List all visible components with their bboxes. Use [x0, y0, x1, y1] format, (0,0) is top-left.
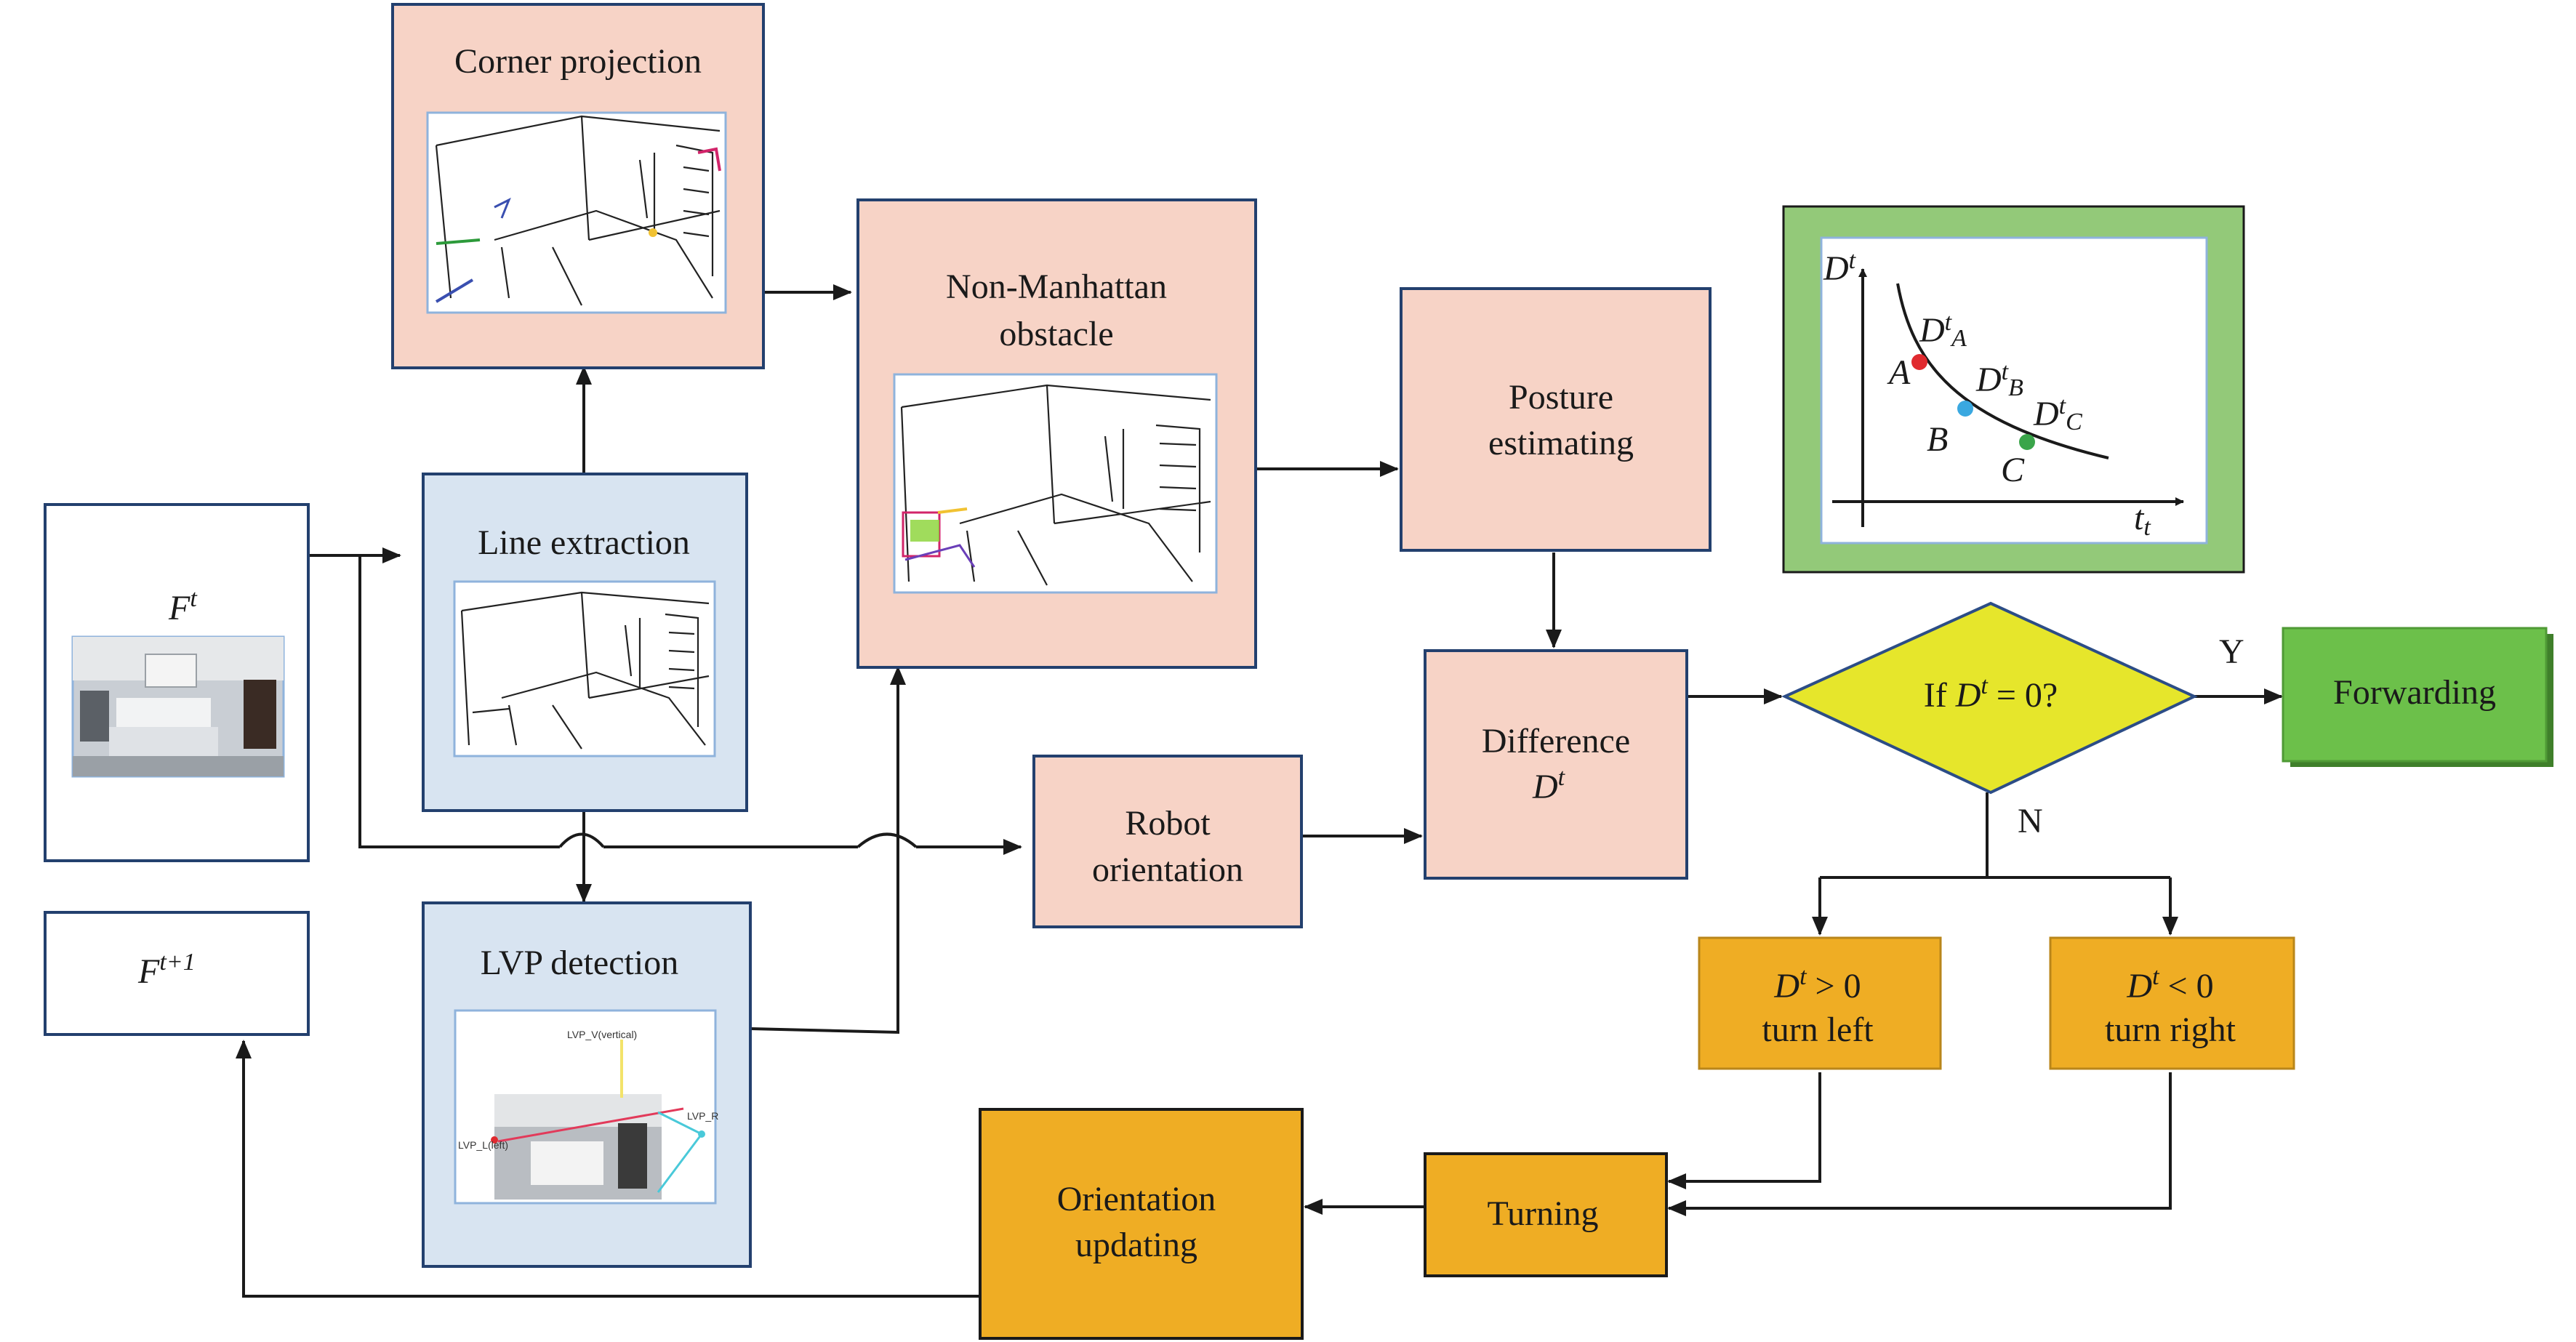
lvp-detection-label: LVP detection: [481, 944, 678, 982]
plot-b-name: B: [1927, 420, 1948, 459]
posture-label-2: estimating: [1488, 424, 1634, 462]
edge-turnleft-to-turning: [1667, 1072, 1821, 1189]
turning-node: Turning: [1424, 1152, 1668, 1277]
orientation-updating-node: Orientation updating: [979, 1108, 1304, 1340]
orientation-updating-label-2: updating: [1075, 1226, 1197, 1264]
turn-right-node: Dt < 0 turn right: [2049, 936, 2295, 1070]
plot-db-label: DtB: [1975, 358, 2023, 401]
lvp-left-tag: LVP_L(left): [458, 1139, 508, 1151]
turn-left-node: Dt > 0 turn left: [1698, 936, 1942, 1070]
forwarding-node: Forwarding: [2282, 627, 2553, 767]
turn-right-condition: Dt < 0: [2126, 963, 2213, 1005]
plot-y-label: Dt: [1823, 247, 1857, 288]
decision-node: If Dt = 0?: [1781, 601, 2198, 795]
edge-hop-2: [856, 832, 918, 848]
forwarding-label: Forwarding: [2333, 673, 2496, 712]
line-extraction-label: Line extraction: [478, 523, 690, 562]
frame-t-label: Ft: [168, 585, 198, 627]
decision-label: If Dt = 0?: [1924, 672, 2058, 715]
plot-a-name: A: [1887, 353, 1911, 392]
robot-orientation-label-2: orientation: [1092, 851, 1243, 889]
plot-dc-label: DtC: [2033, 393, 2082, 435]
corner-projection-node: Corner projection: [391, 3, 765, 369]
non-manhattan-node: Non-Manhattan obstacle: [856, 198, 1257, 669]
corner-projection-label: Corner projection: [454, 42, 702, 81]
bedroom-photo: [71, 635, 285, 778]
line-extraction-thumbnail: [453, 580, 716, 758]
frame-t-node: Ft: [44, 503, 310, 862]
no-branch-label: N: [2018, 802, 2043, 840]
orientation-updating-label-1: Orientation: [1057, 1180, 1216, 1218]
edge-orientation-to-ft1: [236, 1040, 980, 1298]
turning-label: Turning: [1488, 1194, 1599, 1233]
lvp-detection-node: LVP detection LVP_V(vertical) LVP_L(left…: [422, 901, 752, 1268]
posture-label-1: Posture: [1509, 378, 1613, 417]
edge-lvp-to-nonmanhattan: [750, 666, 906, 1034]
non-manhattan-thumbnail: [893, 373, 1218, 594]
edge-ft-branch: [358, 555, 560, 848]
edge-hop-1: [558, 832, 605, 848]
non-manhattan-label-1: Non-Manhattan: [946, 268, 1167, 306]
frame-t1-label: Ft+1: [137, 949, 196, 991]
turn-left-action: turn left: [1762, 1010, 1874, 1049]
line-extraction-node: Line extraction: [422, 473, 748, 812]
difference-label: Difference: [1482, 722, 1630, 760]
posture-estimating-node: Posture estimating: [1400, 287, 1712, 552]
difference-node: Difference Dt: [1424, 649, 1688, 880]
robot-orientation-label-1: Robot: [1125, 804, 1211, 843]
turn-right-action: turn right: [2105, 1010, 2236, 1049]
plot-curve: [1896, 283, 2109, 459]
frame-t1-node: Ft+1: [44, 911, 310, 1036]
robot-orientation-node: Robot orientation: [1032, 755, 1303, 928]
plot-c-name: C: [2001, 451, 2025, 489]
plot-point-a: [1911, 354, 1927, 370]
connectors: [236, 284, 2283, 1298]
turn-left-condition: Dt > 0: [1773, 963, 1861, 1005]
corner-projection-thumbnail: [426, 111, 727, 314]
lvp-thumbnail: LVP_V(vertical) LVP_L(left) LVP_R: [454, 1009, 718, 1205]
inset-plot: Dt tt DtA A DtB B DtC C: [1782, 205, 2245, 574]
plot-x-label: tt: [2134, 499, 2151, 541]
edge-turnright-to-turning: [1667, 1072, 2172, 1216]
yes-branch-label: Y: [2219, 632, 2244, 671]
plot-point-c: [2019, 434, 2035, 450]
plot-da-label: DtA: [1919, 309, 1967, 352]
lvp-right-tag: LVP_R: [687, 1110, 718, 1122]
non-manhattan-label-2: obstacle: [999, 315, 1113, 353]
plot-point-b: [1957, 401, 1973, 417]
lvp-top-tag: LVP_V(vertical): [567, 1029, 637, 1040]
difference-var: Dt: [1532, 764, 1566, 806]
